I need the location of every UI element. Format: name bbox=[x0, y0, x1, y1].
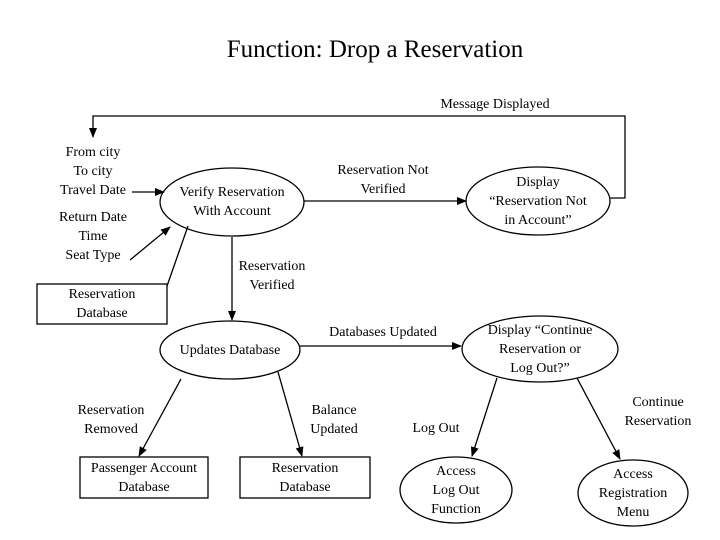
display-continue-label: Display “Continue Reservation or Log Out… bbox=[487, 323, 593, 376]
updates-database-bubble bbox=[159, 320, 301, 380]
reservation-database-bottom-box bbox=[239, 456, 371, 499]
reservation-database-top-label: Reservation Database bbox=[68, 287, 136, 321]
balance-updated-arrow bbox=[277, 371, 304, 457]
passenger-account-database-box bbox=[79, 456, 209, 499]
reservation-removed-arrow bbox=[138, 378, 182, 457]
message-displayed-arrow bbox=[89, 115, 626, 199]
display-not-in-account-label: Display “Reservation Not in Account” bbox=[489, 175, 587, 228]
diagram-title: Function: Drop a Reservation bbox=[226, 36, 524, 63]
passenger-account-database-label: Passenger Account Database bbox=[90, 461, 198, 495]
access-logout-label: Access Log Out Function bbox=[431, 464, 481, 517]
reservation-verified-label: Reservation Verified bbox=[238, 259, 306, 293]
access-registration-label: Access Registration Menu bbox=[598, 467, 668, 520]
verify-process-label: Verify Reservation With Account bbox=[179, 185, 285, 219]
access-logout-bubble bbox=[399, 456, 513, 524]
reservation-database-top-box bbox=[36, 283, 168, 325]
reservation-removed-label: Reservation Removed bbox=[77, 403, 145, 437]
log-out-arrow bbox=[470, 377, 498, 457]
log-out-label: Log Out bbox=[412, 421, 460, 436]
input-flow-arrow-2 bbox=[129, 226, 171, 261]
display-continue-bubble bbox=[461, 315, 619, 383]
input-group-2-label: Return Date Time Seat Type bbox=[58, 210, 128, 263]
input-group-1-label: From city To city Travel Date bbox=[60, 145, 126, 198]
verify-process-bubble bbox=[159, 167, 305, 237]
database-flow-line bbox=[166, 225, 189, 287]
balance-updated-label: Balance Updated bbox=[310, 403, 358, 437]
continue-reservation-arrow bbox=[576, 377, 621, 460]
message-displayed-label: Message Displayed bbox=[440, 97, 550, 112]
access-registration-bubble bbox=[577, 459, 689, 527]
reservation-database-bottom-label: Reservation Database bbox=[271, 461, 339, 495]
updates-database-label: Updates Database bbox=[179, 343, 281, 358]
databases-updated-label: Databases Updated bbox=[329, 325, 437, 340]
reservation-not-verified-label: Reservation Not Verified bbox=[337, 163, 429, 197]
continue-reservation-label: Continue Reservation bbox=[624, 395, 692, 429]
